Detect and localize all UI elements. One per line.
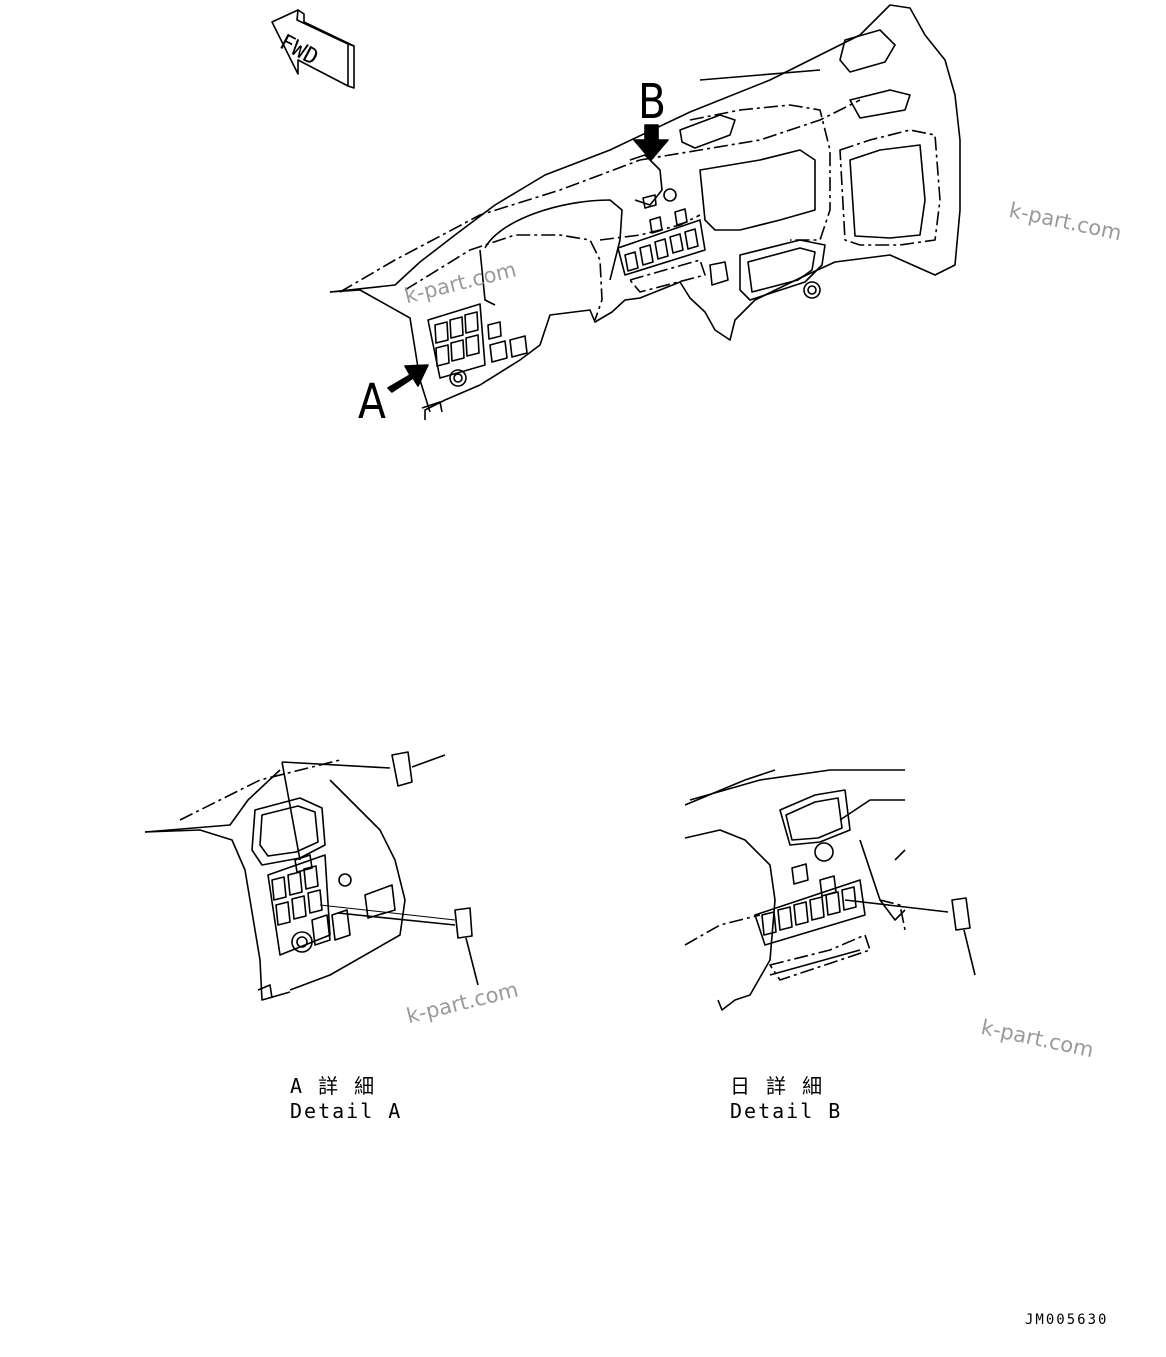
view-b-label: B: [638, 74, 666, 130]
drawing-code: JM005630: [1025, 1312, 1109, 1328]
detail-b-caption-jp: 日 詳 細: [730, 1074, 825, 1098]
detail-b-caption-en: Detail B: [730, 1099, 843, 1123]
detail-a-caption-en: Detail A: [290, 1099, 403, 1123]
dashboard-overview: [329, 4, 961, 420]
b-pointer-arrow-icon: [633, 124, 669, 161]
a-pointer-arrow-icon: [387, 364, 429, 393]
detail-a-caption-jp: A 詳 細: [290, 1074, 377, 1098]
detail-a-drawing: [144, 751, 479, 1001]
fwd-arrow-icon: [271, 9, 355, 89]
detail-b-drawing: [684, 769, 976, 1011]
view-a-label: A: [358, 374, 386, 430]
